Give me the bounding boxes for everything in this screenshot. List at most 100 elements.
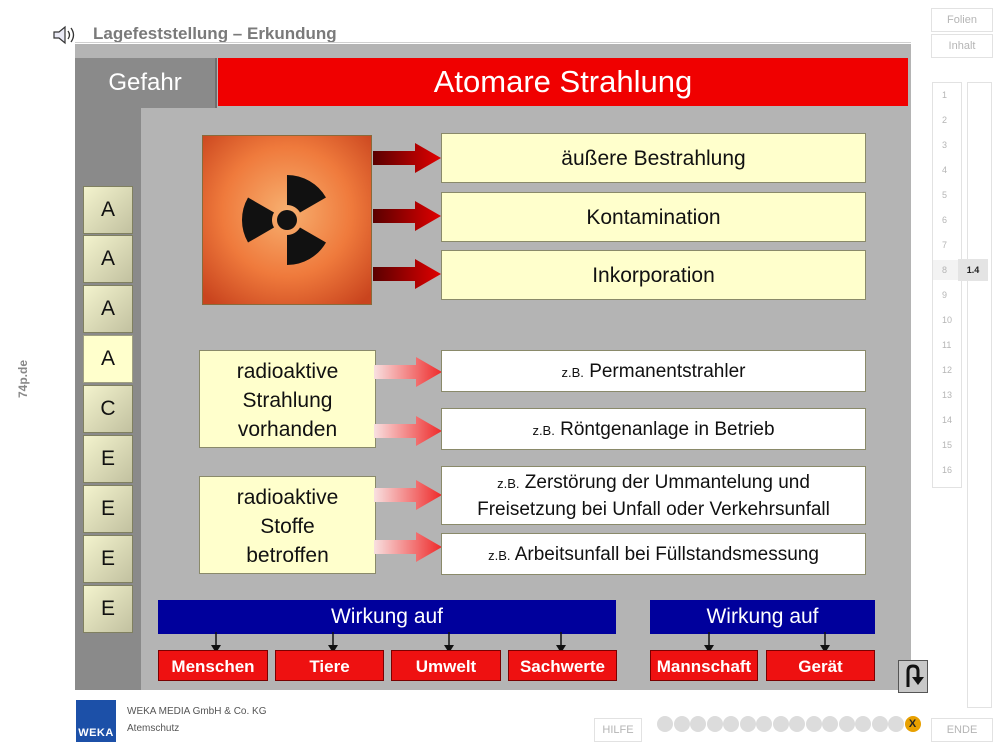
zb-prefix: z.B. (561, 365, 584, 380)
aaa-item[interactable]: E (83, 585, 133, 633)
progress-dots: X (657, 716, 927, 736)
slide-number-5[interactable]: 5 (942, 190, 948, 200)
aaa-item[interactable]: E (83, 535, 133, 583)
example-xray-system: z.B. Röntgenanlage in Betrieb (441, 408, 866, 450)
example-text: Arbeitsunfall bei Füllstandsmessung (514, 544, 819, 565)
zb-prefix: z.B. (532, 423, 555, 438)
example-text: Permanentstrahler (589, 361, 746, 382)
folien-button[interactable]: Folien (931, 8, 993, 32)
progress-dot (838, 716, 855, 732)
arrow-right-icon (373, 201, 441, 231)
topic-title: Atomare Strahlung (218, 58, 908, 106)
slide-number-3[interactable]: 3 (942, 140, 948, 150)
slide-number-1[interactable]: 1 (942, 90, 948, 100)
target-umwelt-button[interactable]: Umwelt (391, 650, 501, 681)
aaa-item[interactable]: A (83, 235, 133, 283)
progress-dot (690, 716, 706, 732)
progress-dot (855, 716, 871, 732)
arrow-down-icon (556, 632, 566, 653)
arrow-right-icon (374, 532, 442, 562)
slide-number-6[interactable]: 6 (942, 215, 948, 225)
target-geraet-button[interactable]: Gerät (766, 650, 875, 681)
progress-dot (772, 716, 789, 732)
slide-number-16[interactable]: 16 (942, 465, 953, 475)
target-sachwerte-button[interactable]: Sachwerte (508, 650, 617, 681)
effect-incorporation: Inkorporation (441, 250, 866, 300)
arrow-down-icon (820, 632, 830, 653)
aaa-item[interactable]: A (83, 186, 133, 234)
back-arrow-button[interactable] (898, 660, 928, 693)
header-divider (75, 42, 911, 43)
weka-logo: WEKA (76, 700, 116, 742)
state-radiation-present: radioaktive Strahlung vorhanden (199, 350, 376, 448)
arrow-right-icon (374, 416, 442, 446)
example-text: Freisetzung bei Unfall oder Verkehrsunfa… (477, 499, 830, 520)
state-substances-affected: radioaktive Stoffe betroffen (199, 476, 376, 574)
progress-dot (723, 716, 739, 732)
slide-number-10[interactable]: 10 (942, 315, 953, 325)
arrow-right-icon (373, 259, 441, 289)
state-line: betroffen (246, 544, 329, 567)
aaa-item[interactable]: E (83, 435, 133, 483)
progress-dot (673, 716, 690, 732)
footer-product: Atemschutz (127, 723, 180, 734)
progress-dot (888, 716, 904, 732)
aaa-item[interactable]: E (83, 485, 133, 533)
radiation-warning-icon (202, 135, 372, 305)
arrow-right-icon (374, 480, 442, 510)
wirkung-auf-bar-right: Wirkung auf (650, 600, 875, 634)
state-line: Stoffe (260, 515, 315, 538)
aaa-item[interactable]: A (83, 285, 133, 333)
page-title: Lagefeststellung – Erkundung (93, 24, 337, 43)
progress-dot (739, 716, 756, 732)
target-mannschaft-button[interactable]: Mannschaft (650, 650, 758, 681)
gefahr-tab: Gefahr (75, 58, 217, 108)
slide-number-2[interactable]: 2 (942, 115, 948, 125)
arrow-right-icon (373, 143, 441, 173)
arrow-down-icon (211, 632, 221, 653)
aaa-item-active[interactable]: A (83, 335, 133, 383)
state-line: radioaktive (236, 360, 339, 383)
zb-prefix: z.B. (497, 476, 520, 491)
aaa-item[interactable]: C (83, 385, 133, 433)
slide-number-7[interactable]: 7 (942, 240, 948, 250)
example-permanent-source: z.B. Permanentstrahler (441, 350, 866, 392)
target-tiere-button[interactable]: Tiere (275, 650, 384, 681)
slide-number-8[interactable]: 8 (933, 260, 961, 280)
slide-number-11[interactable]: 11 (942, 340, 952, 350)
progress-dot (805, 716, 822, 732)
slide-number-14[interactable]: 14 (942, 415, 953, 425)
slide-number-9[interactable]: 9 (942, 290, 948, 300)
state-line: Strahlung (242, 389, 333, 412)
arrow-down-icon (704, 632, 714, 653)
slide-number-4[interactable]: 4 (942, 165, 948, 175)
wirkung-auf-bar-left: Wirkung auf (158, 600, 616, 634)
slide-number-15[interactable]: 15 (942, 440, 953, 450)
progress-dot (706, 716, 723, 732)
arrow-down-icon (444, 632, 454, 653)
weka-logo-text: WEKA (78, 727, 114, 739)
effect-external-radiation: äußere Bestrahlung (441, 133, 866, 183)
ende-button[interactable]: ENDE (931, 718, 993, 742)
example-level-measurement: z.B. Arbeitsunfall bei Füllstandsmessung (441, 533, 866, 575)
exit-x-button[interactable]: X (904, 716, 921, 732)
progress-dot (657, 716, 673, 732)
state-line: radioaktive (236, 486, 339, 509)
zb-prefix: z.B. (488, 548, 511, 563)
arrow-down-icon (328, 632, 338, 653)
target-menschen-button[interactable]: Menschen (158, 650, 268, 681)
arrow-right-icon (374, 357, 442, 387)
progress-dot (871, 716, 888, 732)
slide-scrollbar[interactable] (967, 82, 992, 708)
slide-number-12[interactable]: 12 (942, 365, 953, 375)
progress-dot (789, 716, 805, 732)
progress-dot (822, 716, 838, 732)
slide-number-13[interactable]: 13 (942, 390, 953, 400)
inhalt-button[interactable]: Inhalt (931, 34, 993, 58)
example-casing-destruction: z.B. Zerstörung der Ummantelung und Frei… (441, 466, 866, 525)
footer-company: WEKA MEDIA GmbH & Co. KG (127, 706, 267, 717)
hilfe-button[interactable]: HILFE (594, 718, 642, 742)
current-slide-badge: 1.4 (958, 259, 988, 281)
progress-dot (756, 716, 772, 732)
speaker-icon[interactable] (52, 24, 78, 46)
